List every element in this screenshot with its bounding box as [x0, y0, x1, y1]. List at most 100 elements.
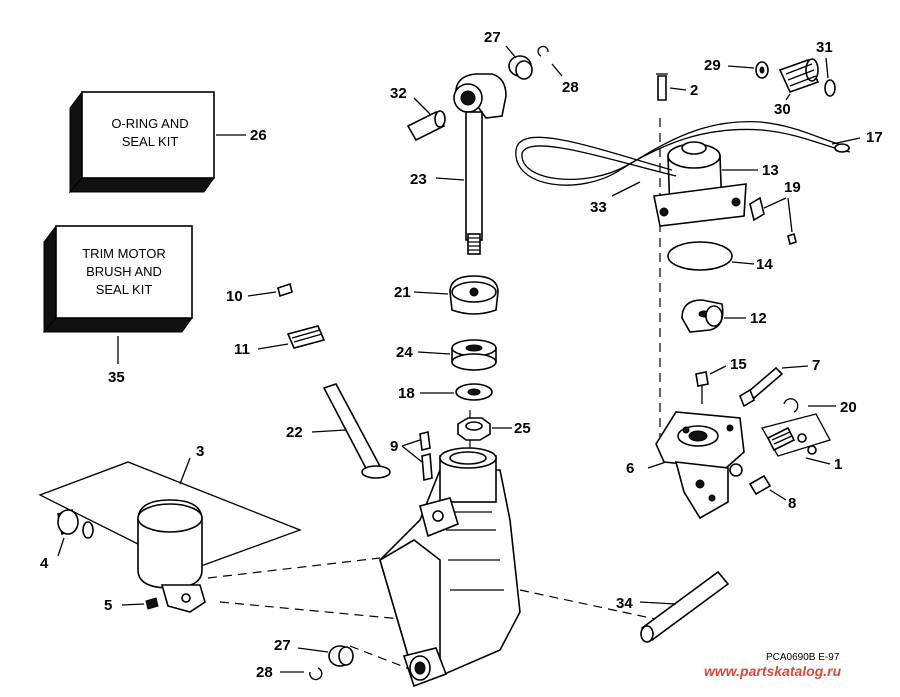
callout-26: 26 — [250, 127, 267, 144]
callout-27-lower: 27 — [274, 637, 291, 654]
callout-34: 34 — [616, 595, 633, 612]
callout-7: 7 — [812, 357, 820, 374]
leader-34 — [639, 601, 677, 605]
leader-1 — [805, 457, 831, 465]
leader-9b — [401, 445, 423, 463]
oring-seal-kit-line1: O-RING AND — [111, 116, 188, 131]
leader-33 — [611, 181, 641, 197]
leader-5 — [121, 603, 145, 606]
nut-25 — [457, 417, 491, 441]
callout-28-upper: 28 — [562, 79, 579, 96]
leader-23 — [435, 177, 465, 181]
leader-6 — [647, 461, 667, 469]
screws-9 — [419, 431, 433, 482]
callout-29: 29 — [704, 57, 721, 74]
leader-8 — [769, 489, 787, 501]
callout-12: 12 — [750, 310, 767, 327]
seal-29 — [755, 61, 769, 79]
callout-27-upper: 27 — [484, 29, 501, 46]
callout-13: 13 — [762, 162, 779, 179]
screw-2 — [656, 73, 668, 101]
callout-14: 14 — [756, 256, 773, 273]
callout-31: 31 — [816, 39, 833, 56]
oring-seal-kit-box: O-RING AND SEAL KIT — [68, 90, 215, 194]
manifold-6 — [655, 411, 745, 520]
screw-5 — [145, 597, 159, 610]
leader-7 — [781, 365, 809, 369]
bolt-7 — [739, 366, 784, 408]
trim-motor-kit-box: TRIM MOTOR BRUSH AND SEAL KIT — [42, 224, 193, 334]
trim-motor-kit-line1: TRIM MOTOR — [82, 246, 166, 261]
leader-24 — [417, 351, 451, 355]
pin-32 — [406, 110, 446, 142]
piston-24 — [451, 339, 497, 371]
watermark: www.partskatalog.ru — [704, 663, 842, 679]
washer-18 — [455, 383, 493, 401]
callout-11: 11 — [234, 341, 250, 358]
cap-12 — [681, 299, 724, 333]
oring-14 — [667, 241, 733, 271]
dash-reservoir — [207, 557, 381, 579]
callout-20: 20 — [840, 399, 857, 416]
leader-22 — [311, 429, 347, 433]
callout-35: 35 — [108, 369, 125, 386]
clip-19 — [749, 196, 797, 246]
leader-19b — [787, 197, 793, 233]
callout-2: 2 — [690, 82, 698, 99]
leader-9a — [401, 439, 421, 447]
screw-15 — [695, 371, 709, 404]
screw-8 — [748, 474, 772, 496]
callout-21: 21 — [394, 284, 411, 301]
trim-motor-13 — [653, 141, 747, 227]
ring-28-lower — [309, 667, 323, 681]
callout-18: 18 — [398, 385, 415, 402]
callout-5: 5 — [104, 597, 112, 614]
callout-24: 24 — [396, 344, 413, 361]
piston-rod-23 — [453, 73, 507, 255]
callout-4: 4 — [40, 555, 49, 572]
leader-19a — [763, 197, 787, 209]
leader-27-upper — [505, 45, 517, 59]
bushing-27-lower — [328, 645, 354, 667]
callout-32: 32 — [390, 85, 407, 102]
leader-2 — [669, 87, 687, 91]
callout-30: 30 — [774, 101, 791, 118]
motor-wires — [515, 120, 851, 186]
dash-reservoir-2 — [219, 601, 413, 621]
oring-31 — [824, 79, 836, 97]
leader-28-upper — [551, 63, 563, 77]
callout-33: 33 — [590, 199, 607, 216]
callout-6: 6 — [626, 460, 634, 477]
cap-30 — [778, 58, 820, 94]
valve-kit-1 — [761, 413, 831, 457]
callout-9: 9 — [390, 438, 398, 455]
callout-10: 10 — [226, 288, 243, 305]
leader-17 — [831, 137, 861, 145]
callout-8: 8 — [788, 495, 796, 512]
screw-10 — [277, 282, 293, 298]
callout-19: 19 — [784, 179, 801, 196]
leader-4 — [57, 537, 65, 557]
trim-motor-kit-line2: BRUSH AND — [86, 264, 162, 279]
callout-15: 15 — [730, 356, 747, 373]
leader-29 — [727, 65, 755, 69]
callout-23: 23 — [410, 171, 427, 188]
leader-10 — [247, 291, 277, 297]
dash-28 — [349, 645, 413, 671]
callout-17: 17 — [866, 129, 883, 146]
cylinder-cap-21 — [449, 275, 499, 315]
callout-22: 22 — [286, 424, 303, 441]
callout-3: 3 — [196, 443, 204, 460]
leader-27-lower — [297, 647, 329, 653]
trim-motor-kit-line3: SEAL KIT — [96, 282, 153, 297]
leader-32 — [413, 97, 431, 115]
reservoir-part — [137, 499, 206, 613]
tube-22 — [322, 383, 391, 479]
callout-1: 1 — [834, 456, 842, 473]
callout-28-lower: 28 — [256, 664, 273, 681]
pivot-pin-34 — [640, 570, 730, 643]
ring-20 — [783, 398, 799, 413]
trim-cylinder-housing — [379, 447, 521, 688]
reservoir-cap-4 — [57, 508, 94, 539]
